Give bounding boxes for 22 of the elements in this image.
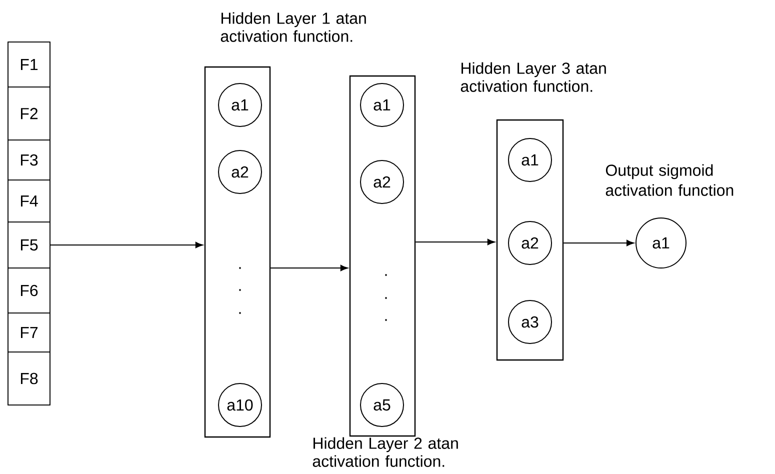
layer-heading: Hidden Layer 1 atan activation function. (220, 12, 366, 42)
layer-heading: Hidden Layer 3 atan activation function. (460, 62, 606, 92)
feature-cell: F2 (8, 86, 50, 140)
feature-cell: F8 (8, 352, 50, 406)
arrow (563, 240, 634, 246)
ellipsis-dot: . (385, 319, 387, 321)
ellipsis-dot: . (385, 274, 387, 276)
arrow (415, 238, 495, 246)
ellipsis-dot: . (239, 289, 241, 291)
feature-cell: F7 (8, 312, 50, 352)
arrow (270, 264, 348, 272)
output-heading: Output sigmoid activation function (606, 164, 734, 196)
ellipsis-dot: . (239, 312, 241, 314)
feature-cell: F1 (8, 42, 50, 88)
feature-cell: F5 (8, 222, 50, 268)
ellipsis-dot: . (239, 267, 241, 269)
arrow (50, 242, 203, 248)
feature-cell: F3 (8, 140, 50, 180)
feature-cell: F4 (8, 180, 50, 222)
ellipsis-dot: . (385, 297, 387, 299)
layer-heading: Hidden Layer 2 atan activation function. (312, 437, 458, 467)
feature-cell: F6 (8, 268, 50, 314)
